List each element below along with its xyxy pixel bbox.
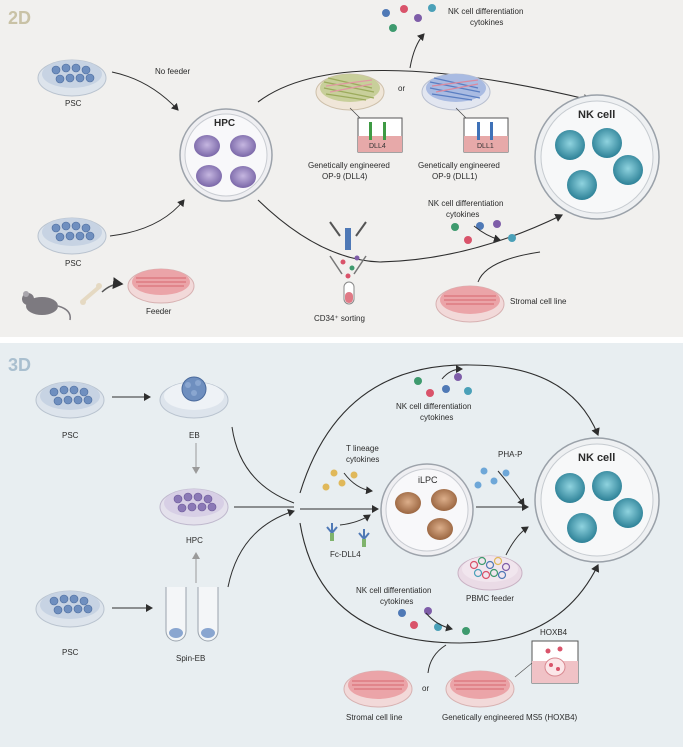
arrow-pbmc: [505, 526, 529, 556]
cytokines-3d-bottom-line2: cytokines: [380, 597, 413, 606]
cytokines-mid-line1: NK cell differentiation: [428, 199, 503, 208]
nk-cell-circle-3d: [534, 437, 660, 563]
ilpc-label: iLPC: [418, 475, 438, 485]
arrow-to-feeder: [101, 277, 124, 293]
hoxb4-inset: [514, 640, 579, 684]
bone-icon: [80, 283, 102, 305]
mouse-icon: [22, 291, 71, 321]
psc-label-bottom: PSC: [65, 259, 82, 268]
op9-dll1-line2: OP-9 (DLL1): [432, 172, 478, 181]
stromal-dish-2d: [435, 285, 505, 323]
hpc-label: HPC: [214, 118, 235, 129]
arrow-hpc-to-nk-top: [257, 69, 592, 103]
cd34-label: CD34⁺ sorting: [314, 314, 365, 323]
nk-cell-label-3d: NK cell: [578, 452, 615, 464]
psc-label-3d-top: PSC: [62, 431, 79, 440]
fc-dll4-label: Fc-DLL4: [330, 550, 361, 559]
spin-eb-tubes: [165, 587, 219, 642]
cytokines-3d-bottom-line1: NK cell differentiation: [356, 586, 431, 595]
arrow-cytokines-3d-bottom: [425, 612, 453, 632]
op9-dll4-line1: Genetically engineered: [308, 161, 390, 170]
arrow-eb-merge: [231, 426, 295, 504]
arrow-t-lineage: [343, 472, 373, 495]
ms5-label: Genetically engineered MS5 (HOXB4): [442, 713, 578, 722]
nk-cell-circle-2d: [534, 94, 660, 220]
no-feeder-label: No feeder: [155, 67, 190, 76]
op9-dll4-line2: OP-9 (DLL4): [322, 172, 368, 181]
panel-tag-2d: 2D: [8, 8, 31, 28]
pbmc-feeder-dish: [457, 555, 523, 591]
panel-tag-3d: 3D: [8, 355, 31, 375]
psc-dish-3d-bottom: [35, 590, 105, 628]
hpc-label-3d: HPC: [186, 536, 203, 545]
psc-label-top: PSC: [65, 99, 82, 108]
dll1-inset: [455, 107, 509, 153]
cytokines-3d-top-line1: NK cell differentiation: [396, 402, 471, 411]
cytokine-dots-top: [382, 4, 436, 32]
diagram-2d: 2D PSC No feeder HPC PSC: [8, 4, 660, 323]
op9-dll1-dish: [421, 73, 491, 111]
panel-2d: 2D PSC No feeder HPC PSC: [0, 0, 683, 337]
op9-dll4-dish: [315, 73, 385, 111]
or-label-2d: or: [398, 84, 405, 93]
psc-label-3d-bottom: PSC: [62, 648, 79, 657]
dll4-inset: [349, 107, 403, 153]
arrow-cytokines-mid: [473, 225, 501, 243]
cytokine-dots-t-lineage: [322, 469, 358, 491]
arrow-stromal-3d: [427, 644, 447, 674]
hpc-circle: [179, 108, 273, 202]
nk-cell-label-2d: NK cell: [578, 109, 615, 121]
t-lineage-line2: cytokines: [346, 455, 379, 464]
arrow-cytokines-3d-top: [441, 365, 463, 380]
cytokine-dots-3d-top: [414, 373, 472, 397]
stromal-dish-3d: [343, 670, 413, 708]
dll4-label: DLL4: [369, 143, 386, 150]
ms5-dish: [445, 670, 515, 708]
pha-label: PHA-P: [498, 450, 522, 459]
arrow-hpc-to-nk-bottom: [257, 199, 563, 263]
pbmc-label: PBMC feeder: [466, 594, 514, 603]
fc-dll4-icon: [326, 514, 371, 547]
spin-eb-label: Spin-EB: [176, 654, 205, 663]
op9-dll1-line1: Genetically engineered: [418, 161, 500, 170]
psc-dish-3d-top: [35, 381, 105, 419]
arrow-pha: [497, 470, 525, 506]
eb-label: EB: [189, 431, 200, 440]
arrow-cytokines-top: [409, 33, 425, 69]
hpc-dish-3d: [159, 488, 229, 526]
pha-dots: [474, 467, 510, 489]
psc-dish-top: [37, 59, 107, 97]
cytokines-top-line1: NK cell differentiation: [448, 7, 523, 16]
dll1-label: DLL1: [477, 143, 494, 150]
psc-dish-bottom: [37, 217, 107, 255]
or-label-3d: or: [422, 684, 429, 693]
arrow-spin-eb-merge: [227, 508, 295, 588]
diagram-3d: 3D PSC EB HPC PSC: [8, 355, 660, 722]
arrow-no-feeder: [111, 71, 179, 111]
arrow-bottom-arc-to-nk: [299, 522, 600, 644]
stromal-label-2d: Stromal cell line: [510, 297, 567, 306]
cytokines-mid-line2: cytokines: [446, 210, 479, 219]
panel-3d: 3D PSC EB HPC PSC: [0, 343, 683, 747]
feeder-label: Feeder: [146, 307, 172, 316]
hoxb4-label: HOXB4: [540, 628, 568, 637]
cd34-sorter-icon: [329, 221, 367, 305]
t-lineage-line1: T lineage: [346, 444, 379, 453]
cytokines-3d-top-line2: cytokines: [420, 413, 453, 422]
cytokines-top-line2: cytokines: [470, 18, 503, 27]
feeder-dish: [127, 268, 195, 304]
arrow-stromal-2d: [477, 251, 541, 283]
stromal-label-3d: Stromal cell line: [346, 713, 403, 722]
cytokine-dots-mid: [451, 220, 516, 244]
ilpc-circle: [380, 463, 474, 557]
arrow-psc-to-hpc: [109, 199, 185, 237]
eb-dish: [159, 376, 229, 419]
